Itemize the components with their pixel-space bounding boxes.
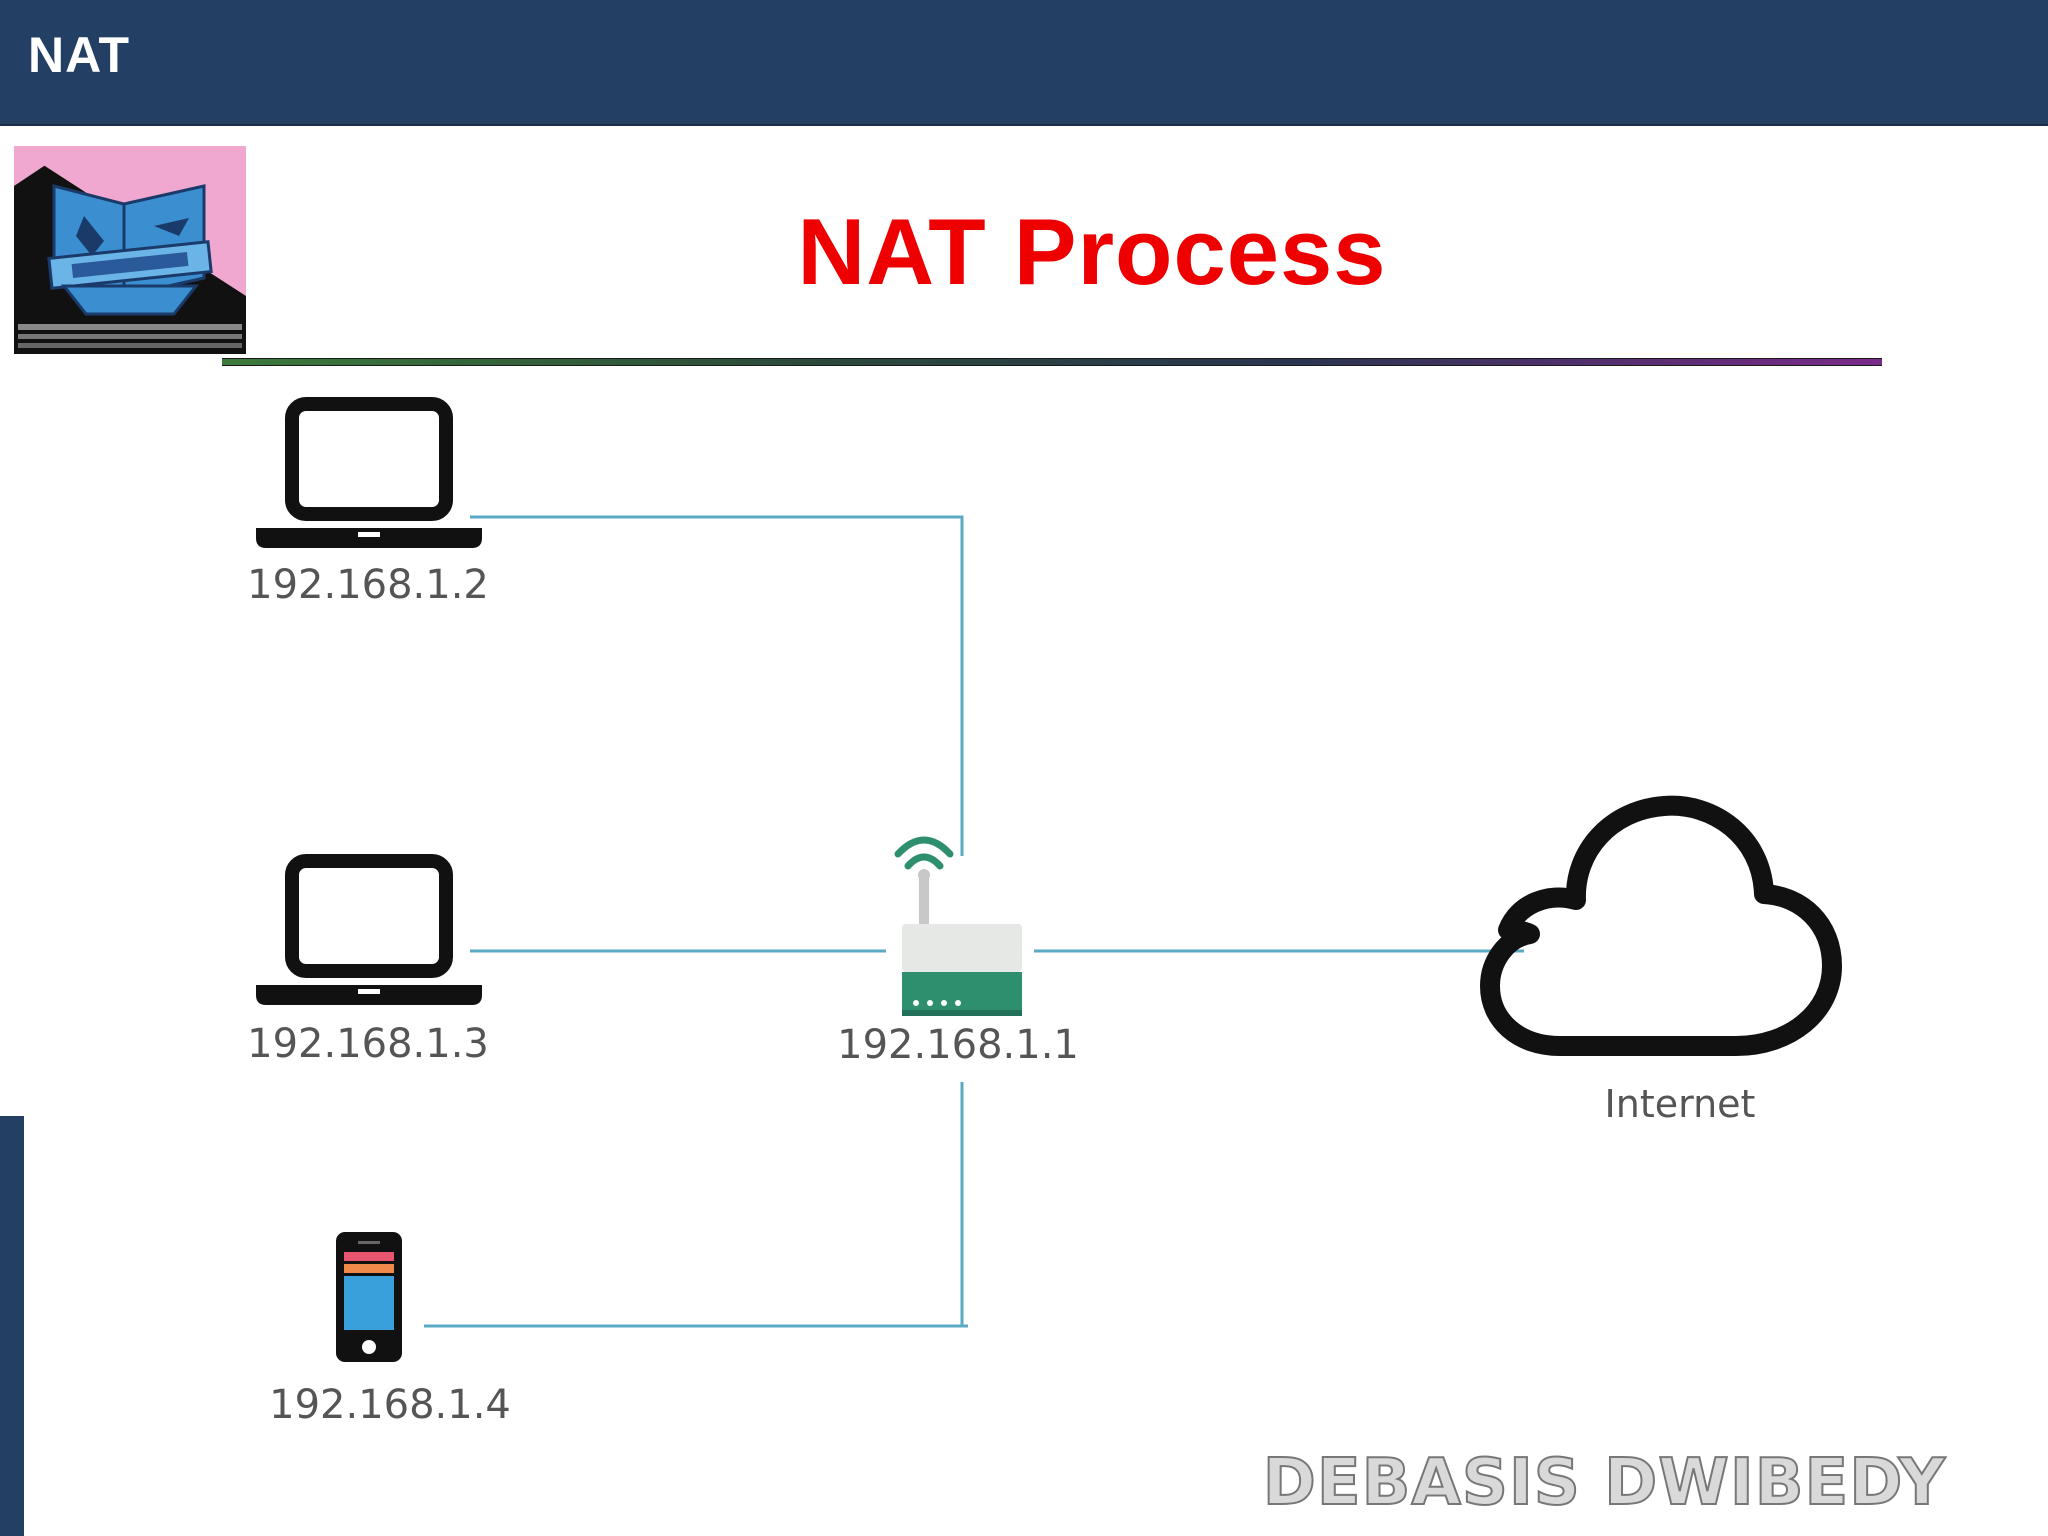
author-watermark: DEBASIS DWIBEDY	[1262, 1445, 1946, 1521]
link-phone-router	[424, 1082, 968, 1328]
header-title: NAT	[28, 27, 131, 83]
wifi-router-icon	[894, 836, 1022, 1016]
laptop-icon	[256, 854, 482, 1005]
laptop-icon	[256, 397, 482, 548]
router-ip-label: 192.168.1.1	[837, 1022, 1079, 1068]
internet-label: Internet	[1605, 1082, 1756, 1126]
institution-logo	[14, 146, 246, 354]
laptop-1-ip-label: 192.168.1.2	[247, 562, 489, 608]
laptop-2-ip-label: 192.168.1.3	[247, 1021, 489, 1067]
cloud-icon	[1480, 795, 1842, 1056]
title-divider	[222, 358, 1882, 366]
smartphone-icon	[336, 1232, 402, 1362]
link-laptop-1-router	[470, 515, 964, 856]
slide-title: NAT Process	[797, 199, 1387, 304]
side-accent-bar	[0, 1116, 24, 1536]
phone-ip-label: 192.168.1.4	[269, 1382, 511, 1428]
header-bar: NAT	[0, 0, 2048, 126]
